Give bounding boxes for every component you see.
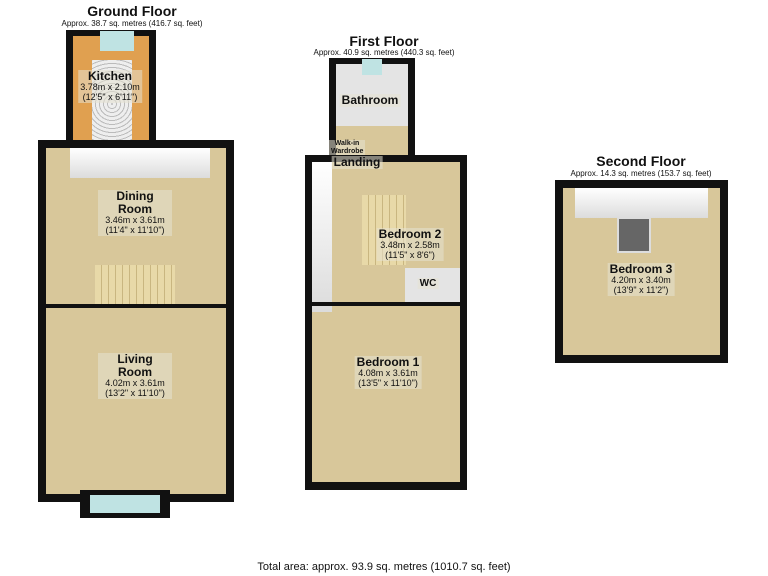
room-label-wc: WC	[417, 278, 439, 289]
room-label-walk-in-wardrobe: Walk-in Wardrobe	[329, 140, 365, 156]
room-label-landing: Landing	[331, 155, 383, 170]
first-floor-area: Approx. 40.9 sq. metres (440.3 sq. feet)	[313, 48, 455, 57]
room-label-bathroom: Bathroom	[339, 93, 401, 108]
first-floor-title: First Floor	[349, 33, 419, 49]
second-floor-title: Second Floor	[596, 153, 686, 169]
ground-floor-title: Ground Floor	[87, 3, 177, 19]
second-floor-area: Approx. 14.3 sq. metres (153.7 sq. feet)	[570, 169, 712, 178]
total-area: Total area: approx. 93.9 sq. metres (101…	[257, 561, 511, 573]
ground-floor-area: Approx. 38.7 sq. metres (416.7 sq. feet)	[61, 19, 203, 28]
